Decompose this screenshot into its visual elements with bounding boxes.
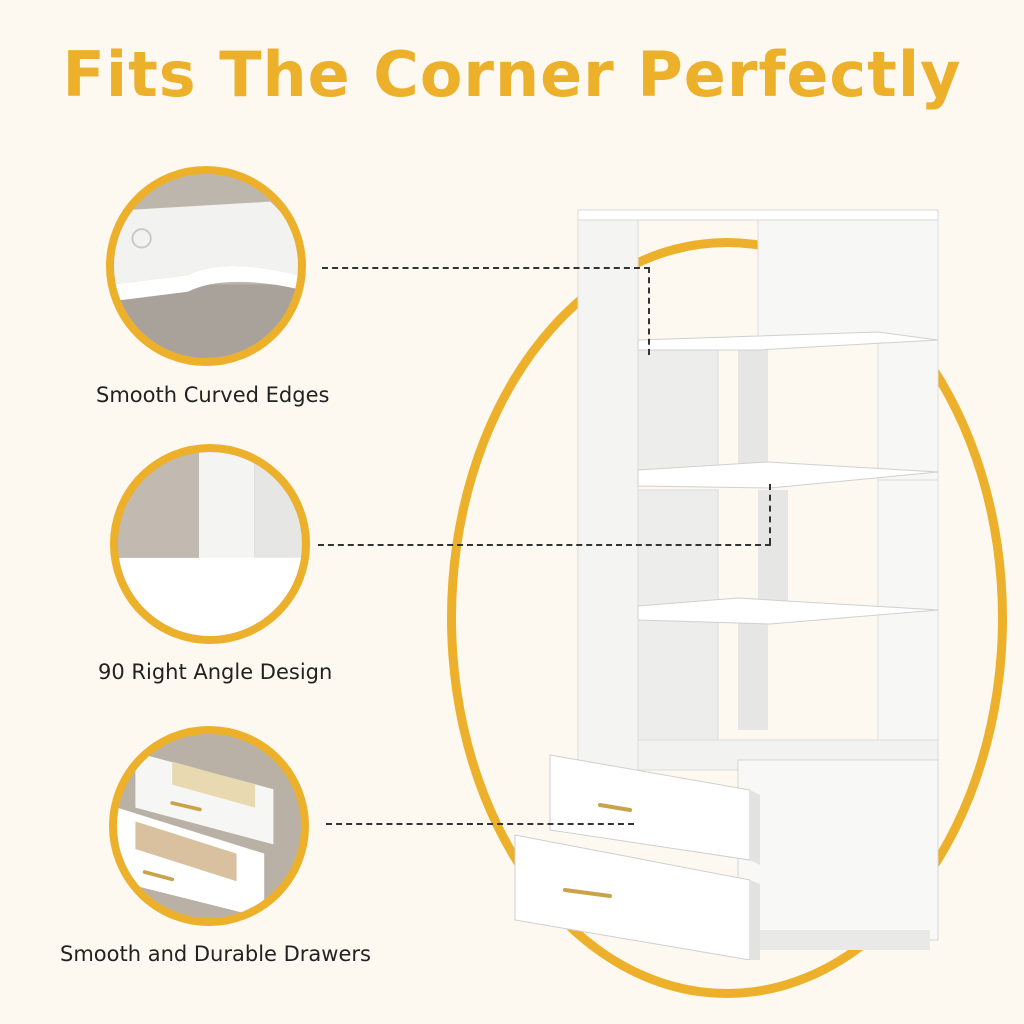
corner-shelf-illustration [510,200,950,960]
right-angle-icon [118,452,302,636]
leader-line-1-vertical [648,267,650,355]
curved-edge-detail-image [106,166,306,366]
feature-label-2: 90 Right Angle Design [98,660,333,684]
drawers-icon [117,734,301,918]
page-title: Fits The Corner Perfectly [62,38,962,111]
drawers-detail-image [109,726,309,926]
leader-line-3 [326,823,634,825]
feature-ring [447,238,1007,998]
curved-edge-icon [114,174,298,358]
leader-line-1 [322,267,650,269]
feature-label-1: Smooth Curved Edges [96,383,330,407]
corner-shelf-graphic [514,209,939,960]
leader-line-2 [318,544,771,546]
feature-label-3: Smooth and Durable Drawers [60,942,371,966]
right-angle-detail-image [110,444,310,644]
leader-line-2-vertical [769,484,771,544]
